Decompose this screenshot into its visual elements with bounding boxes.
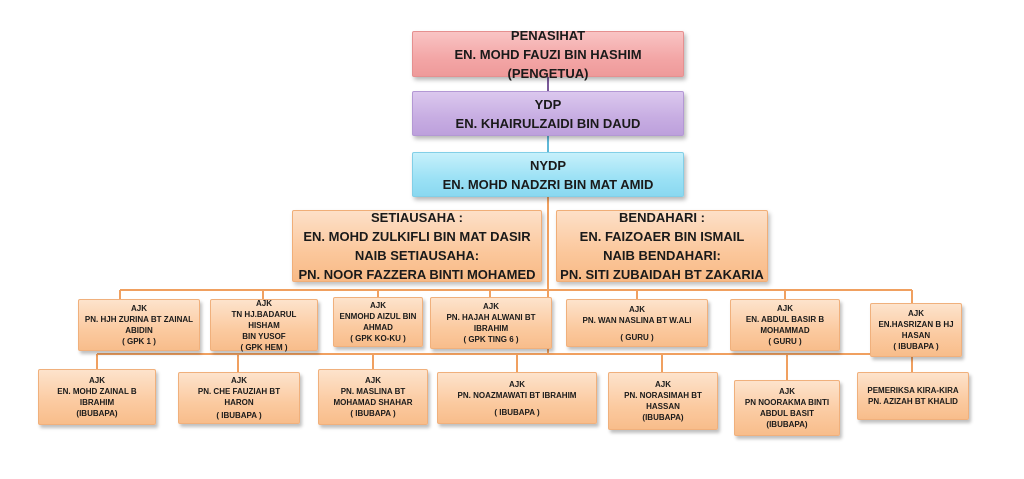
ajk-role: AJK [628, 304, 645, 314]
nydp-title: NYDP [529, 157, 567, 173]
ydp-title: YDP [534, 96, 562, 112]
ajk-note: ( GPK HEM ) [240, 342, 288, 352]
ajk-box-r2-3: AJK PN. MASLINA BT MOHAMAD SHAHAR ( IBUB… [318, 369, 428, 425]
ajk-box-r1-3: AJK ENMOHD AIZUL BIN AHMAD ( GPK KO-KU ) [333, 297, 423, 347]
ajk-name-line2: HASSAN [646, 402, 680, 411]
ajk-role: AJK [130, 304, 147, 313]
ajk-name-line1: EN. MOHD ZAINAL B [57, 387, 137, 396]
ajk-name-line1: PN. MASLINA BT [340, 387, 406, 396]
ajk-note: ( GPK 1 ) [122, 337, 156, 346]
ajk-role: AJK [654, 380, 671, 389]
penasihat-title: PENASIHAT [510, 27, 586, 43]
ajk-role: AJK [364, 376, 381, 385]
ajk-name-line2: MOHAMAD SHAHAR [333, 398, 413, 407]
ajk-name-line1: PN. NOAZMAWATI BT IBRAHIM [457, 390, 577, 400]
ajk-box-r2-1: AJK EN. MOHD ZAINAL B IBRAHIM (IBUBAPA) [38, 369, 156, 425]
ajk-role: AJK [508, 379, 525, 389]
ajk-box-r2-4: AJK PN. NOAZMAWATI BT IBRAHIM ( IBUBAPA … [437, 372, 597, 424]
ajk-name-line2: MOHAMMAD [760, 326, 810, 335]
nydp-name: EN. MOHD NADZRI BIN MAT AMID [442, 176, 654, 192]
bendahari-title: BENDAHARI : [619, 210, 705, 225]
ajk-note: ( IBUBAPA ) [216, 411, 262, 420]
ajk-role: AJK [778, 387, 795, 396]
ydp-box: YDP EN. KHAIRULZAIDI BIN DAUD [412, 91, 684, 136]
ajk-name-line2: IBRAHIM [79, 398, 115, 407]
nydp-box: NYDP EN. MOHD NADZRI BIN MAT AMID [412, 152, 684, 197]
ajk-name-line1: EN. ABDUL BASIR B [745, 315, 825, 324]
ajk-name-line1: TN HJ.BADARUL HISHAM [231, 309, 297, 330]
ydp-name: EN. KHAIRULZAIDI BIN DAUD [455, 115, 641, 131]
ajk-name-line1: EN.HASRIZAN B HJ [878, 320, 954, 329]
ajk-note: ( GPK KO-KU ) [350, 334, 406, 343]
auditor-role: PEMERIKSA KIRA-KIRA [867, 386, 959, 395]
ajk-role: AJK [230, 376, 247, 385]
setiausaha-title: SETIAUSAHA : [371, 210, 463, 225]
ajk-name-line2: BIN YUSOF [242, 331, 286, 341]
setiausaha-name: EN. MOHD ZULKIFLI BIN MAT DASIR [303, 229, 531, 244]
ajk-box-r1-7: AJK EN.HASRIZAN B HJ HASAN ( IBUBAPA ) [870, 303, 962, 357]
ajk-name-line1: PN. WAN NASLINA BT W.ALI [582, 315, 692, 325]
ajk-role: AJK [255, 298, 272, 308]
ajk-box-r2-7: PEMERIKSA KIRA-KIRA PN. AZIZAH BT KHALID [857, 372, 969, 420]
ajk-box-r1-5: AJK PN. WAN NASLINA BT W.ALI ( GURU ) [566, 299, 708, 347]
ajk-name-line2: ABDUL BASIT [759, 409, 815, 418]
ajk-note: ( IBUBAPA ) [893, 342, 939, 351]
ajk-box-r2-6: AJK PN NOORAKMA BINTI ABDUL BASIT (IBUBA… [734, 380, 840, 436]
ajk-name-line2: HASAN [901, 331, 931, 340]
ajk-role: AJK [88, 376, 105, 385]
ajk-note: (IBUBAPA) [76, 409, 118, 418]
ajk-role: AJK [369, 301, 386, 310]
ajk-name-line1: PN. HJH ZURINA BT ZAINAL [84, 315, 194, 324]
ajk-note: (IBUBAPA) [766, 420, 808, 429]
ajk-note: ( GPK TING 6 ) [463, 335, 519, 344]
ajk-box-r1-2: AJK TN HJ.BADARUL HISHAM BIN YUSOF ( GPK… [210, 298, 318, 352]
ajk-box-r1-6: AJK EN. ABDUL BASIR B MOHAMMAD ( GURU ) [730, 299, 840, 351]
naib-bendahari-title: NAIB BENDAHARI: [603, 248, 721, 263]
ajk-note: ( IBUBAPA ) [494, 407, 540, 417]
ajk-note: ( GURU ) [620, 332, 654, 342]
penasihat-name: EN. MOHD FAUZI BIN HASHIM (PENGETUA) [454, 46, 642, 81]
penasihat-box: PENASIHAT EN. MOHD FAUZI BIN HASHIM (PEN… [412, 28, 684, 81]
ajk-note: ( IBUBAPA ) [350, 409, 396, 418]
ajk-box-r2-2: AJK PN. CHE FAUZIAH BT HARON ( IBUBAPA ) [178, 372, 300, 424]
naib-setiausaha-title: NAIB SETIAUSAHA: [354, 248, 480, 263]
ajk-note: ( GURU ) [768, 337, 802, 346]
ajk-note: (IBUBAPA) [642, 413, 684, 422]
bendahari-name: EN. FAIZOAER BIN ISMAIL [579, 229, 745, 244]
auditor-name: PN. AZIZAH BT KHALID [868, 397, 958, 406]
ajk-name-line2: IBRAHIM [473, 324, 509, 333]
ajk-name-line1: ENMOHD AIZUL BIN [339, 312, 417, 321]
ajk-name-line1: PN. NORASIMAH BT [624, 391, 702, 400]
ajk-name-line1: PN. HAJAH ALWANI BT [446, 313, 536, 322]
ajk-name-line1: PN NOORAKMA BINTI [744, 398, 830, 407]
naib-setiausaha-name: PN. NOOR FAZZERA BINTI MOHAMED [298, 267, 536, 282]
ajk-role: AJK [907, 309, 924, 318]
ajk-name-line2: AHMAD [363, 323, 393, 332]
naib-bendahari-name: PN. SITI ZUBAIDAH BT ZAKARIA [560, 267, 764, 282]
ajk-role: AJK [482, 302, 499, 311]
ajk-name-line2: ABIDIN [125, 326, 153, 335]
ajk-name-line1: PN. CHE FAUZIAH BT HARON [197, 387, 281, 407]
ajk-box-r1-4: AJK PN. HAJAH ALWANI BT IBRAHIM ( GPK TI… [430, 297, 552, 349]
bendahari-box: BENDAHARI : EN. FAIZOAER BIN ISMAIL NAIB… [556, 210, 768, 282]
ajk-box-r2-5: AJK PN. NORASIMAH BT HASSAN (IBUBAPA) [608, 372, 718, 430]
ajk-role: AJK [776, 304, 793, 313]
ajk-box-r1-1: AJK PN. HJH ZURINA BT ZAINAL ABIDIN ( GP… [78, 299, 200, 351]
setiausaha-box: SETIAUSAHA : EN. MOHD ZULKIFLI BIN MAT D… [292, 210, 542, 282]
